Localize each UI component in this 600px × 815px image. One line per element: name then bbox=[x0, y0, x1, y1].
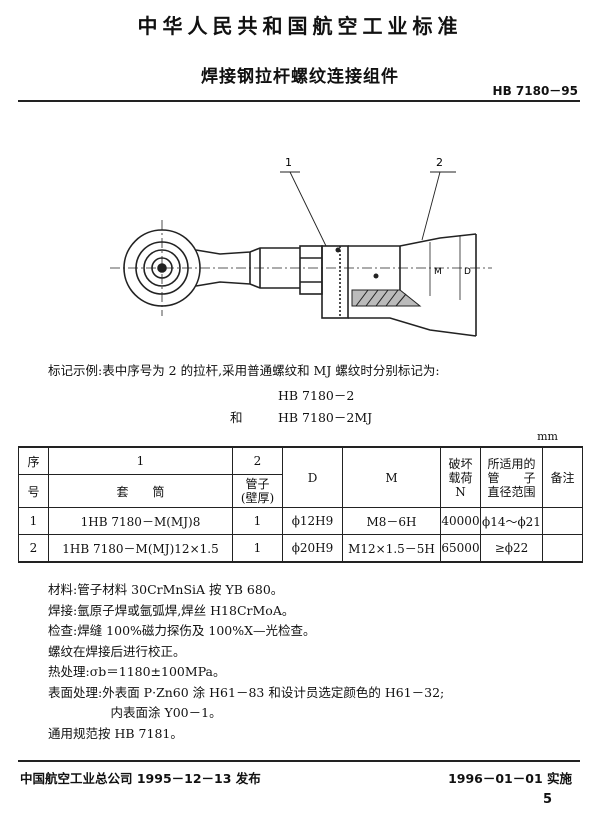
note-surface-treatment-inner: 内表面涂 Y00－1。 bbox=[48, 705, 222, 720]
note-material: 材料:管子材料 30CrMnSiA 按 YB 680。 bbox=[48, 582, 284, 597]
cell-tube: 1 bbox=[232, 507, 283, 535]
header-seq-top: 序 bbox=[18, 446, 49, 475]
cell-sleeve: 1HB 7180－M(MJ)8 bbox=[48, 507, 233, 535]
header-sleeve: 套 筒 bbox=[48, 474, 233, 508]
table-row: 2 1HB 7180－M(MJ)12×1.5 1 ϕ20H9 M12×1.5－5… bbox=[18, 534, 583, 563]
cell-sleeve: 1HB 7180－M(MJ)12×1.5 bbox=[48, 534, 233, 563]
document-title: 焊接钢拉杆螺纹连接组件 bbox=[201, 67, 399, 87]
note-heat-treatment: 热处理:σb＝1180±100MPa。 bbox=[48, 664, 226, 679]
note-thread: 螺纹在焊接后进行校正。 bbox=[48, 643, 186, 659]
marking-example-2: HB 7180－2MJ bbox=[278, 410, 373, 425]
footer-divider bbox=[18, 760, 580, 762]
table-row: 1 1HB 7180－M(MJ)8 1 ϕ12H9 M8－6H 40000 ϕ1… bbox=[18, 507, 583, 535]
header-col1: 1 bbox=[48, 446, 233, 475]
issuer-text: 中国航空工业总公司 1995－12－13 发布 bbox=[20, 771, 261, 786]
marking-example-1: HB 7180－2 bbox=[278, 388, 355, 403]
cell-load: 40000 bbox=[440, 507, 481, 535]
callout-2: 2 bbox=[436, 156, 443, 169]
cell-load: 65000 bbox=[440, 534, 481, 563]
cell-seq: 1 bbox=[18, 507, 49, 535]
header-dia-range: 所适用的 管 子 直径范围 bbox=[480, 446, 543, 508]
cell-range: ≥ϕ22 bbox=[480, 534, 543, 563]
note-inspection: 检查:焊缝 100%磁力探伤及 100%X—光检查。 bbox=[48, 623, 316, 638]
effective-date: 1996－01－01 实施 bbox=[448, 771, 572, 786]
header-m: M bbox=[342, 446, 441, 508]
notes-block: 材料:管子材料 30CrMnSiA 按 YB 680。 焊接:氩原子焊或氩弧焊,… bbox=[48, 580, 444, 744]
header-load: 破坏 载荷 N bbox=[440, 446, 481, 508]
cell-d: ϕ12H9 bbox=[282, 507, 343, 535]
note-welding: 焊接:氩原子焊或氩弧焊,焊丝 H18CrMoA。 bbox=[48, 602, 295, 618]
cell-range: ϕ14～ϕ21 bbox=[480, 507, 543, 535]
cell-seq: 2 bbox=[18, 534, 49, 563]
header-divider bbox=[18, 100, 580, 102]
dim-label-m: M bbox=[434, 267, 442, 277]
note-surface-treatment: 表面处理:外表面 P·Zn60 涂 H61－83 和设计员选定颜色的 H61－3… bbox=[48, 684, 445, 700]
marking-example-text: 标记示例:表中序号为 2 的拉杆,采用普通螺纹和 MJ 螺纹时分别标记为: bbox=[48, 363, 440, 378]
spec-table: 序 1 2 D M 破坏 载荷 N 所适用的 管 子 直径范围 备注 号 套 筒… bbox=[18, 446, 583, 563]
cell-m: M8－6H bbox=[342, 507, 441, 535]
header-remark: 备注 bbox=[542, 446, 583, 508]
cell-remark bbox=[542, 534, 583, 563]
cell-tube: 1 bbox=[232, 534, 283, 563]
callout-1: 1 bbox=[285, 156, 292, 169]
org-title: 中华人民共和国航空工业标准 bbox=[137, 14, 463, 38]
header-seq-bottom: 号 bbox=[18, 474, 49, 508]
header-tube: 管子 (壁厚) bbox=[232, 474, 283, 508]
unit-label: mm bbox=[537, 430, 558, 443]
dim-label-d: D bbox=[464, 267, 471, 277]
cell-d: ϕ20H9 bbox=[282, 534, 343, 563]
standard-number: HB 7180－95 bbox=[492, 84, 578, 98]
header-col2: 2 bbox=[232, 446, 283, 475]
note-general-spec: 通用规范按 HB 7181。 bbox=[48, 725, 183, 741]
assembly-drawing: 1 2 M D bbox=[110, 156, 492, 337]
cell-remark bbox=[542, 507, 583, 535]
header-d: D bbox=[282, 446, 343, 508]
page-number: 5 bbox=[542, 792, 552, 807]
marking-example-and: 和 bbox=[230, 410, 243, 425]
cell-m: M12×1.5－5H bbox=[342, 534, 441, 563]
